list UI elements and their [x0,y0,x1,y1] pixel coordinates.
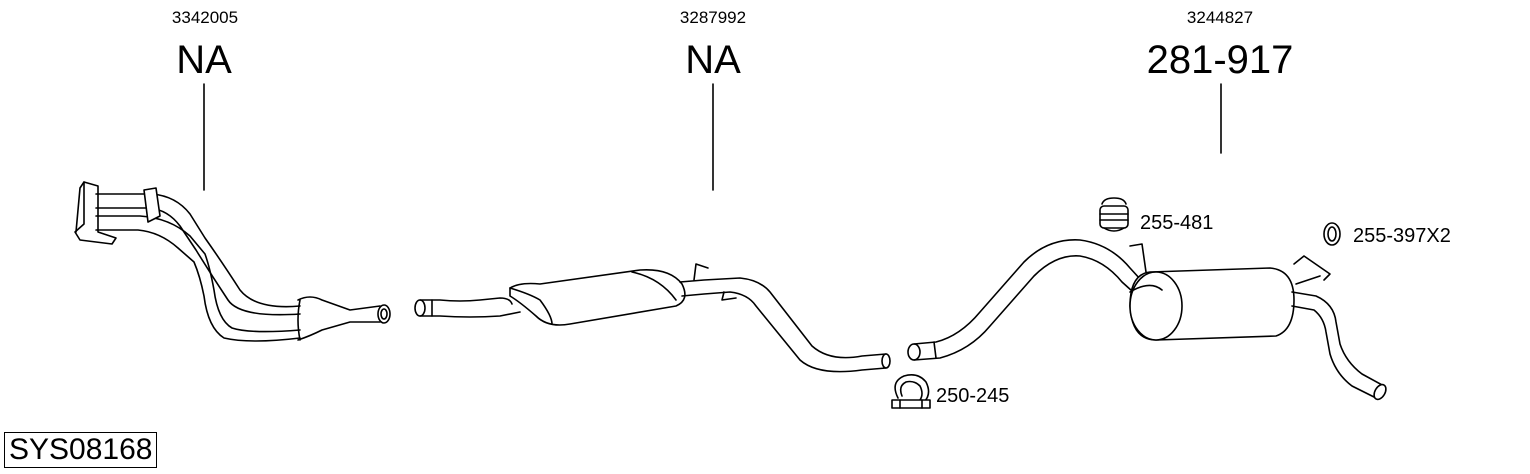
accessory-clamp-label: 250-245 [936,385,1010,407]
rear-section [907,239,1387,401]
front-pipe [74,181,391,342]
middle-section [414,263,891,373]
accessory-rubber-mount-label: 255-481 [1140,212,1214,234]
accessory-ring-gasket-label: 255-397X2 [1353,225,1451,247]
section-ref-rear: 3244827 [1186,8,1254,27]
section-part-rear: 281-917 [1146,38,1294,82]
clamp-icon [891,374,931,409]
section-part-front: NA [176,38,232,82]
section-ref-middle: 3287992 [679,8,747,27]
system-code-box: SYS08168 [4,432,158,468]
ring-gasket-icon [1323,222,1341,246]
rubber-mount-icon [1099,197,1129,232]
section-ref-front: 3342005 [171,8,239,27]
section-part-middle: NA [685,38,741,82]
